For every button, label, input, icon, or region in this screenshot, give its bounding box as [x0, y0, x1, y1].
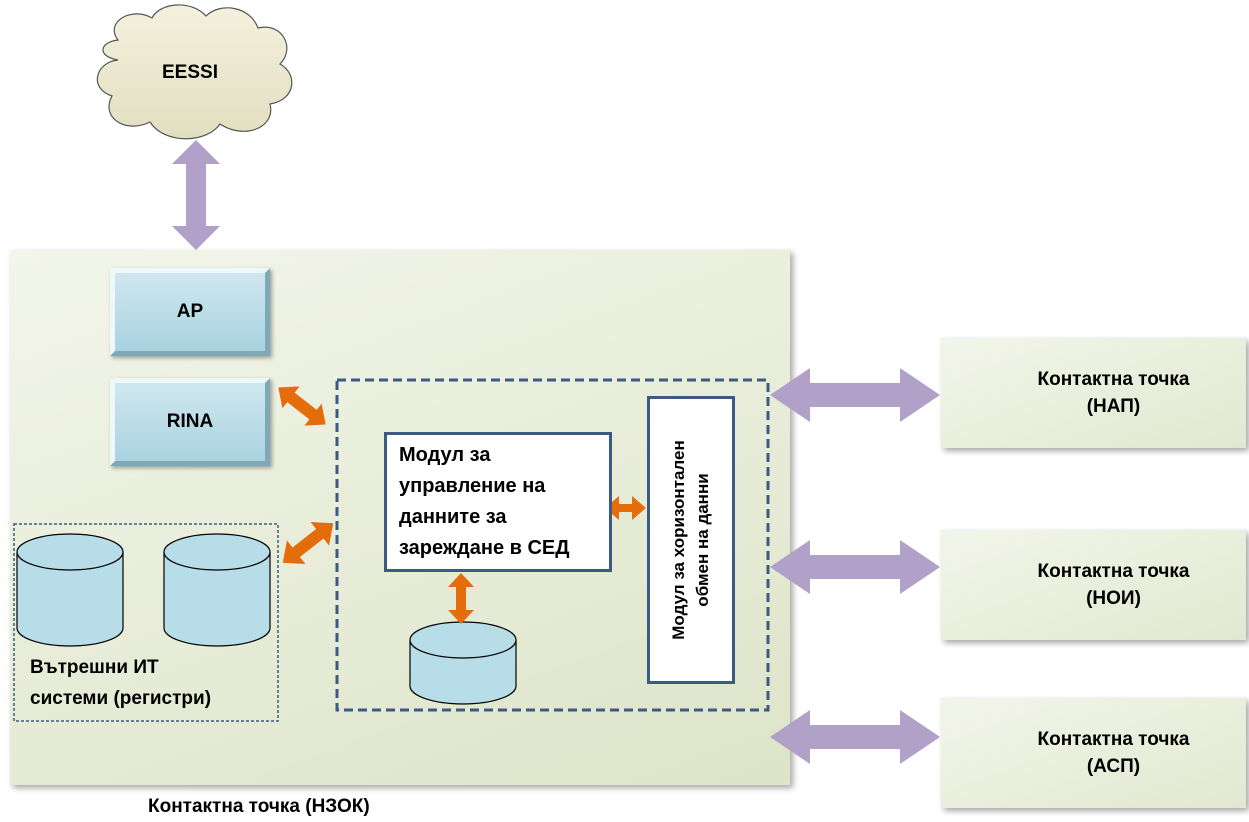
cloud-label: EESSI: [162, 62, 218, 83]
database-icon: [163, 533, 271, 647]
contact-point-nap: Контактна точка (НАП): [941, 338, 1246, 448]
ap-box: AP: [110, 268, 270, 356]
nzok-caption: Контактна точка (НЗОК): [148, 796, 370, 817]
module-link-arrow: [605, 496, 646, 520]
rina-link-arrow: [278, 386, 326, 426]
module-container: [335, 378, 770, 712]
database-icon: [16, 533, 124, 647]
internal-systems-container: [13, 523, 279, 722]
internal-systems-label: Вътрешни ИТ системи (регистри): [30, 657, 212, 709]
asp-link-arrow: [770, 710, 940, 764]
internal-link-arrow: [282, 521, 334, 565]
contact-point-asp: Контактна точка (АСП): [941, 698, 1246, 808]
data-management-module: Модул за управление на данните за зарежд…: [384, 432, 612, 572]
database-icon: [409, 621, 517, 705]
horizontal-exchange-module: Модул за хоризонтален обмен на данни: [647, 396, 735, 684]
noi-link-arrow: [770, 540, 940, 594]
contact-point-noi: Контактна точка (НОИ): [941, 530, 1246, 640]
horizontal-exchange-label: Модул за хоризонтален обмен на данни: [669, 440, 712, 640]
rina-label: RINA: [166, 411, 214, 432]
rina-box: RINA: [110, 378, 270, 466]
ap-label: AP: [176, 301, 204, 322]
db-link-arrow: [448, 573, 474, 624]
nap-link-arrow: [770, 368, 940, 422]
